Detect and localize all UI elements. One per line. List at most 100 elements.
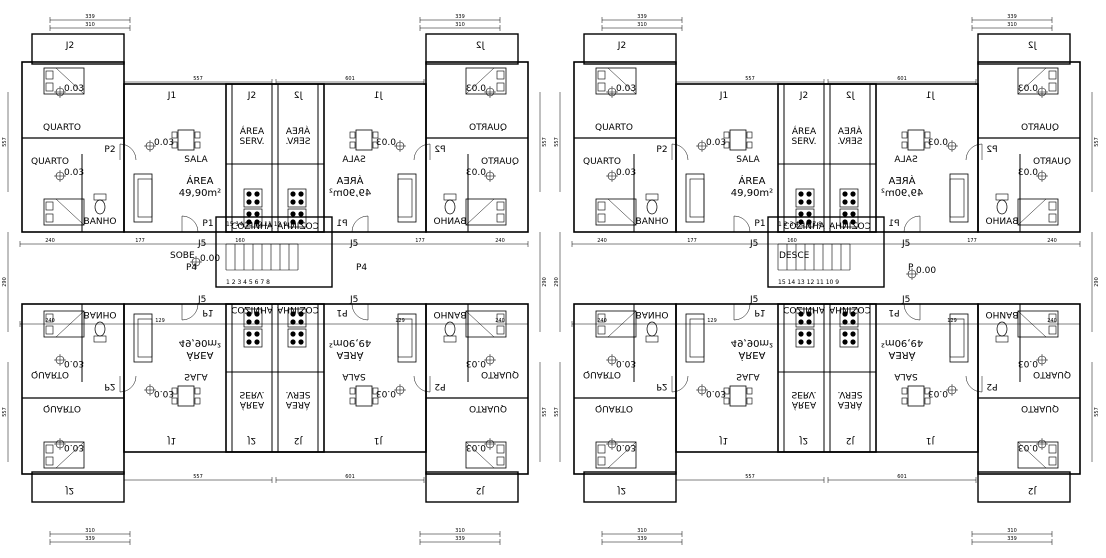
door-tag-p2: P2 (656, 145, 667, 155)
door-swing-icon (119, 143, 137, 161)
dimension-value: 339 (85, 536, 95, 542)
window-tag-j1: J1 (167, 435, 176, 445)
bedroom-bay-top (583, 471, 677, 503)
window-tag-j2: J2 (846, 91, 855, 101)
area-label: ÁREA (336, 349, 363, 362)
dimension-value: 557 (542, 137, 548, 147)
room-label-quarto: QUARTO (595, 403, 633, 413)
area-label: ÁREA (187, 174, 214, 187)
room-label-banho: BANHO (434, 217, 467, 227)
door-tag-p1: P1 (754, 307, 765, 317)
dimension-value: 557 (2, 137, 8, 147)
door-tag-p2: P2 (104, 145, 115, 155)
window-tag-j1: J1 (719, 91, 728, 101)
window-tag-j2: J2 (476, 485, 485, 495)
bedroom-bay-top (31, 471, 125, 503)
stove-icon (795, 328, 815, 348)
stove-icon (243, 328, 263, 348)
apartment-main-wall (777, 83, 979, 233)
dimension-value: 290 (1094, 277, 1100, 287)
stove-icon (839, 328, 859, 348)
dimension-value: 310 (637, 528, 647, 534)
apartment-main-wall (675, 303, 877, 453)
dimension-value: 557 (745, 474, 755, 480)
bedroom-bay-top (583, 33, 677, 65)
level-text: 0.03 (64, 358, 84, 368)
dimension-line: 601 (827, 76, 977, 85)
window-tag-j2: J2 (247, 435, 256, 445)
level-text: 0.03 (376, 138, 396, 148)
bedroom-bay-top (31, 33, 125, 65)
room-label-cozinha: COZINHA (783, 222, 826, 232)
toilet-icon (645, 193, 659, 215)
room-label-quarto: QUARTO (31, 157, 69, 167)
stove-icon (287, 188, 307, 208)
dimension-value: 240 (45, 238, 55, 244)
apartment-unit: J2J1J2QUARTOQUARTOSALAÁREA49,90m²ÁREASER… (777, 303, 1081, 503)
room-label-quarto: QUARTO (43, 123, 81, 133)
room-label-area-serv: ÁREA (792, 399, 817, 411)
dining-table-icon (171, 385, 201, 407)
room-label-cozinha: COZINHA (231, 222, 274, 232)
stair-hall-wall (767, 216, 885, 288)
bedroom-bay-top (977, 33, 1071, 65)
dimension-line: 339 (601, 14, 683, 23)
room-label-area-serv: ÁREA (837, 399, 862, 411)
area-label: ÁREA (739, 174, 766, 187)
unit-bottom-right: J2J1J2QUARTOQUARTOSALAÁREA49,90m²ÁREASER… (225, 303, 529, 503)
toilet-icon (995, 321, 1009, 343)
door-swing-icon (181, 303, 199, 321)
room-label-cozinha: COZINHA (828, 304, 871, 314)
door-tag: P (908, 263, 914, 273)
room-label-quarto: QUARTO (583, 369, 621, 379)
dimension-value: 601 (897, 76, 907, 82)
dining-table-icon (901, 129, 931, 151)
level-text: 0.00 (200, 254, 220, 264)
level-text: 0.03 (1018, 168, 1038, 178)
level-text: 0.00 (916, 266, 936, 276)
window-tag-j2: J2 (1028, 485, 1037, 495)
window-tag-j1: J1 (374, 91, 383, 101)
door-tag-p2: P2 (656, 381, 667, 391)
dimension-value: 160 (787, 238, 797, 244)
door-swing-icon (903, 303, 921, 321)
bed-icon (1017, 198, 1059, 226)
door-swing-icon (413, 143, 431, 161)
dimension-value: 310 (1007, 528, 1017, 534)
room-label-quarto: QUARTO (583, 157, 621, 167)
dimension-line: 310 (601, 22, 683, 31)
area-value: 49,90m² (329, 188, 371, 199)
dimension-line: 557 (675, 76, 825, 85)
room-label-quarto: QUARTO (481, 369, 519, 379)
level-text: 0.03 (706, 388, 726, 398)
room-label-area-serv: ÁREA (837, 125, 862, 137)
sofa-icon (685, 313, 705, 363)
room-label-banho: BANHO (84, 217, 117, 227)
room-label-quarto: QUARTO (469, 123, 507, 133)
level-text: 0.03 (706, 138, 726, 148)
unit-top-right: J2J1J2QUARTOQUARTOSALAÁREA49,90m²ÁREASER… (225, 33, 529, 233)
door-swing-icon (671, 143, 689, 161)
stair-number-row: 1 2 3 4 5 6 7 8 (778, 221, 822, 228)
window-tag-j2: J2 (294, 435, 303, 445)
door-swing-icon (351, 303, 369, 321)
door-tag-p1: P1 (754, 219, 765, 229)
level-marker: 0.03 (606, 438, 636, 452)
level-marker: 0.03 (1018, 168, 1048, 182)
dimension-line: 557 (123, 76, 273, 85)
dimension-value: 310 (455, 528, 465, 534)
room-label-cozinha: COZINHA (231, 304, 274, 314)
room-label-sala: SALA (893, 371, 917, 381)
level-marker: 0.03 (606, 84, 636, 98)
room-label-quarto: QUARTO (43, 403, 81, 413)
window-tag-j2: J2 (65, 41, 74, 51)
level-text: 0.03 (154, 138, 174, 148)
dimension-value: 310 (637, 22, 647, 28)
level-marker: 0.03 (1018, 84, 1048, 98)
